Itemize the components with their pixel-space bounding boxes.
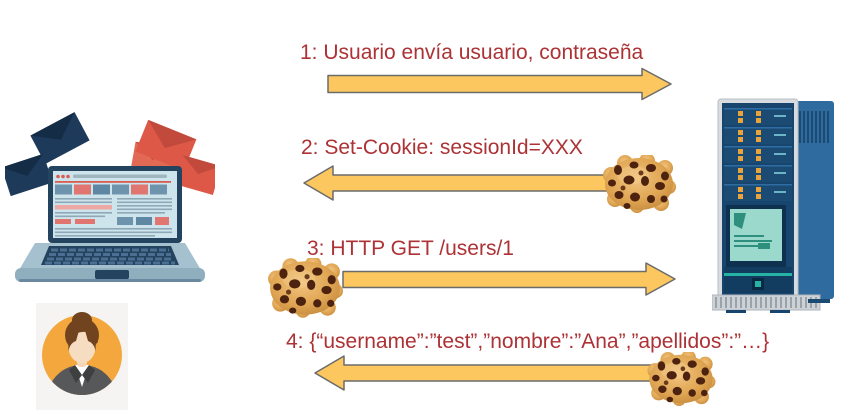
envelope-icon	[174, 155, 215, 196]
arrow-left-icon	[303, 165, 647, 201]
cookie-icon	[268, 258, 343, 318]
envelope-icon	[5, 153, 53, 197]
message-4-label: 4: {“username”:”test”,”nombre”:”Ana”,”ap…	[286, 330, 770, 353]
server-icon	[712, 98, 834, 313]
arrow-left-icon	[314, 355, 706, 391]
cookie-icon	[647, 352, 716, 406]
envelope-icon	[135, 119, 197, 171]
message-3-label: 3: HTTP GET /users/1	[307, 237, 514, 260]
message-2-label: 2: Set-Cookie: sessionId=XXX	[301, 136, 583, 159]
message-1-label: 1: Usuario envía usuario, contraseña	[300, 41, 644, 64]
envelope-icon	[30, 112, 90, 164]
user-avatar-icon	[36, 303, 128, 410]
arrow-right-icon	[342, 262, 676, 296]
server-rack-rows	[724, 108, 792, 201]
laptop-client-icon	[5, 112, 215, 282]
arrow-right-icon	[327, 67, 672, 101]
cookie-icon	[603, 155, 676, 213]
